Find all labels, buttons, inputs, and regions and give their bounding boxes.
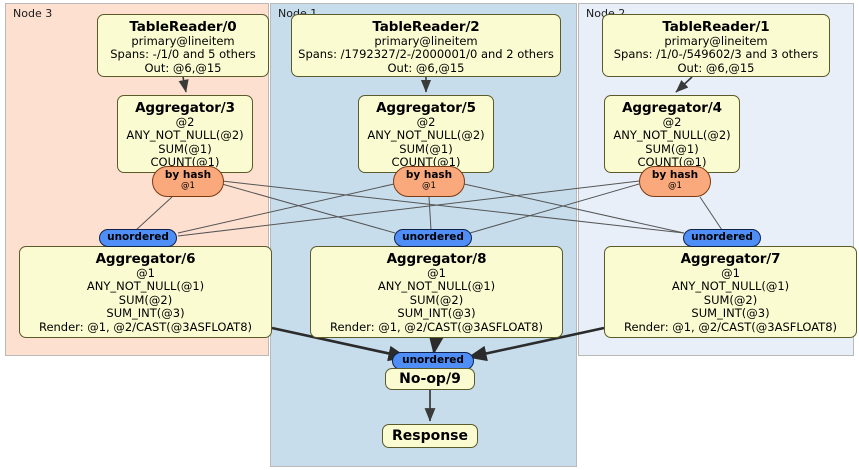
processor-detail: Spans: -/1/0 and 5 others — [110, 47, 256, 62]
processor-title: Aggregator/4 — [622, 100, 722, 116]
processor-detail: ANY_NOT_NULL(@2) — [126, 128, 244, 143]
node-panel-label: Node 3 — [13, 7, 53, 20]
processor-detail: SUM(@2) — [118, 292, 173, 307]
processor-box-aggregator-5[interactable]: Aggregator/5 @2 ANY_NOT_NULL(@2) SUM(@1)… — [358, 95, 494, 173]
processor-detail: SUM_INT(@3) — [397, 306, 476, 321]
processor-detail: ANY_NOT_NULL(@1) — [86, 279, 205, 294]
processor-title: Aggregator/7 — [680, 251, 781, 267]
processor-detail: @1 — [721, 266, 740, 280]
hash-router-label: by hash — [405, 169, 453, 181]
processor-detail: @2 — [175, 115, 195, 129]
processor-detail: SUM(@1) — [645, 141, 699, 156]
processor-box-aggregator-6[interactable]: Aggregator/6 @1 ANY_NOT_NULL(@1) SUM(@2)… — [19, 246, 272, 338]
processor-detail: @1 — [136, 266, 155, 280]
hash-router-node2[interactable]: by hash @1 — [639, 166, 711, 197]
hash-router-column: @1 — [422, 181, 436, 192]
hash-router-label: by hash — [651, 169, 699, 181]
processor-detail: ANY_NOT_NULL(@1) — [377, 279, 496, 294]
processor-detail: Spans: /1/0-/549602/3 and 3 others — [613, 47, 819, 62]
processor-render-detail: Render: @1, @2/CAST(@3ASFLOAT8) — [38, 319, 253, 334]
processor-detail: SUM_INT(@3) — [691, 306, 770, 321]
processor-detail: primary@lineitem — [664, 34, 768, 48]
processor-title: TableReader/1 — [662, 19, 770, 35]
processor-detail: ANY_NOT_NULL(@2) — [613, 128, 731, 143]
processor-box-aggregator-4[interactable]: Aggregator/4 @2 ANY_NOT_NULL(@2) SUM(@1)… — [604, 95, 740, 173]
processor-box-tablereader-1[interactable]: TableReader/1 primary@lineitem Spans: /1… — [602, 14, 830, 77]
processor-render-detail: Render: @1, @2/CAST(@3ASFLOAT8) — [329, 319, 544, 334]
noop-label: No-op/9 — [399, 371, 461, 387]
processor-detail: Out: @6,@15 — [677, 60, 755, 75]
processor-box-noop-9[interactable]: No-op/9 — [385, 368, 475, 390]
unordered-label: unordered — [402, 354, 464, 367]
processor-render-detail: Render: @1, @2/CAST(@3ASFLOAT8) — [623, 319, 838, 334]
unordered-label: unordered — [402, 231, 464, 244]
processor-title: TableReader/0 — [129, 19, 237, 35]
unordered-receiver-node3[interactable]: unordered — [99, 229, 177, 247]
processor-detail: SUM(@2) — [703, 292, 758, 307]
processor-detail: primary@lineitem — [131, 34, 235, 48]
processor-detail: @2 — [416, 115, 436, 129]
processor-detail: ANY_NOT_NULL(@1) — [671, 279, 790, 294]
processor-title: Aggregator/6 — [95, 251, 196, 267]
processor-detail: SUM_INT(@3) — [106, 306, 185, 321]
processor-detail: Spans: /1792327/2-/2000001/0 and 2 other… — [298, 47, 554, 62]
processor-box-aggregator-3[interactable]: Aggregator/3 @2 ANY_NOT_NULL(@2) SUM(@1)… — [117, 95, 253, 173]
processor-box-tablereader-2[interactable]: TableReader/2 primary@lineitem Spans: /1… — [291, 14, 561, 77]
processor-detail: SUM(@2) — [409, 292, 464, 307]
processor-detail: @2 — [662, 115, 682, 129]
response-label: Response — [391, 428, 469, 444]
processor-title: Aggregator/8 — [386, 251, 487, 267]
processor-title: Aggregator/5 — [376, 100, 476, 116]
response-box[interactable]: Response — [382, 424, 478, 448]
processor-detail: Out: @6,@15 — [144, 60, 222, 75]
hash-router-label: by hash — [164, 169, 212, 181]
processor-title: Aggregator/3 — [135, 100, 235, 116]
processor-detail: SUM(@1) — [158, 141, 212, 156]
unordered-label: unordered — [691, 231, 753, 244]
unordered-label: unordered — [107, 231, 169, 244]
processor-title: TableReader/2 — [372, 19, 480, 35]
hash-router-node3[interactable]: by hash @1 — [152, 166, 224, 197]
processor-detail: SUM(@1) — [399, 141, 453, 156]
processor-detail: ANY_NOT_NULL(@2) — [367, 128, 485, 143]
processor-box-aggregator-7[interactable]: Aggregator/7 @1 ANY_NOT_NULL(@1) SUM(@2)… — [604, 246, 857, 338]
processor-box-tablereader-0[interactable]: TableReader/0 primary@lineitem Spans: -/… — [97, 14, 269, 77]
unordered-receiver-node1[interactable]: unordered — [394, 229, 472, 247]
unordered-receiver-node2[interactable]: unordered — [683, 229, 761, 247]
processor-detail: @1 — [427, 266, 446, 280]
hash-router-node1[interactable]: by hash @1 — [393, 166, 465, 197]
processor-detail: primary@lineitem — [374, 34, 478, 48]
processor-detail: Out: @6,@15 — [387, 60, 465, 75]
processor-box-aggregator-8[interactable]: Aggregator/8 @1 ANY_NOT_NULL(@1) SUM(@2)… — [310, 246, 563, 338]
hash-router-column: @1 — [668, 181, 682, 192]
hash-router-column: @1 — [181, 181, 195, 192]
